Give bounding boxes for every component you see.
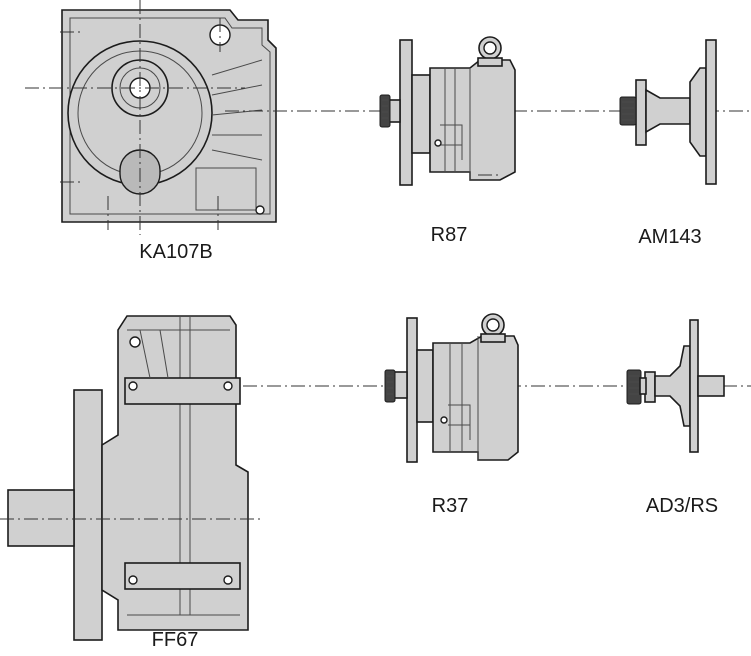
am143-drawing [619, 39, 717, 185]
r37-drawing [384, 313, 519, 463]
r87-label: R87 [430, 224, 468, 246]
r87-drawing [379, 36, 516, 186]
am143-label: AM143 [638, 226, 702, 248]
ff67-drawing [0, 315, 262, 641]
r37-label: R37 [431, 495, 469, 517]
ad3rs-label: AD3/RS [645, 495, 719, 517]
ka107b-drawing [25, 0, 277, 235]
ka107b-label: KA107B [139, 241, 213, 263]
ad3rs-drawing [626, 319, 725, 453]
ff67-label: FF67 [151, 629, 199, 651]
